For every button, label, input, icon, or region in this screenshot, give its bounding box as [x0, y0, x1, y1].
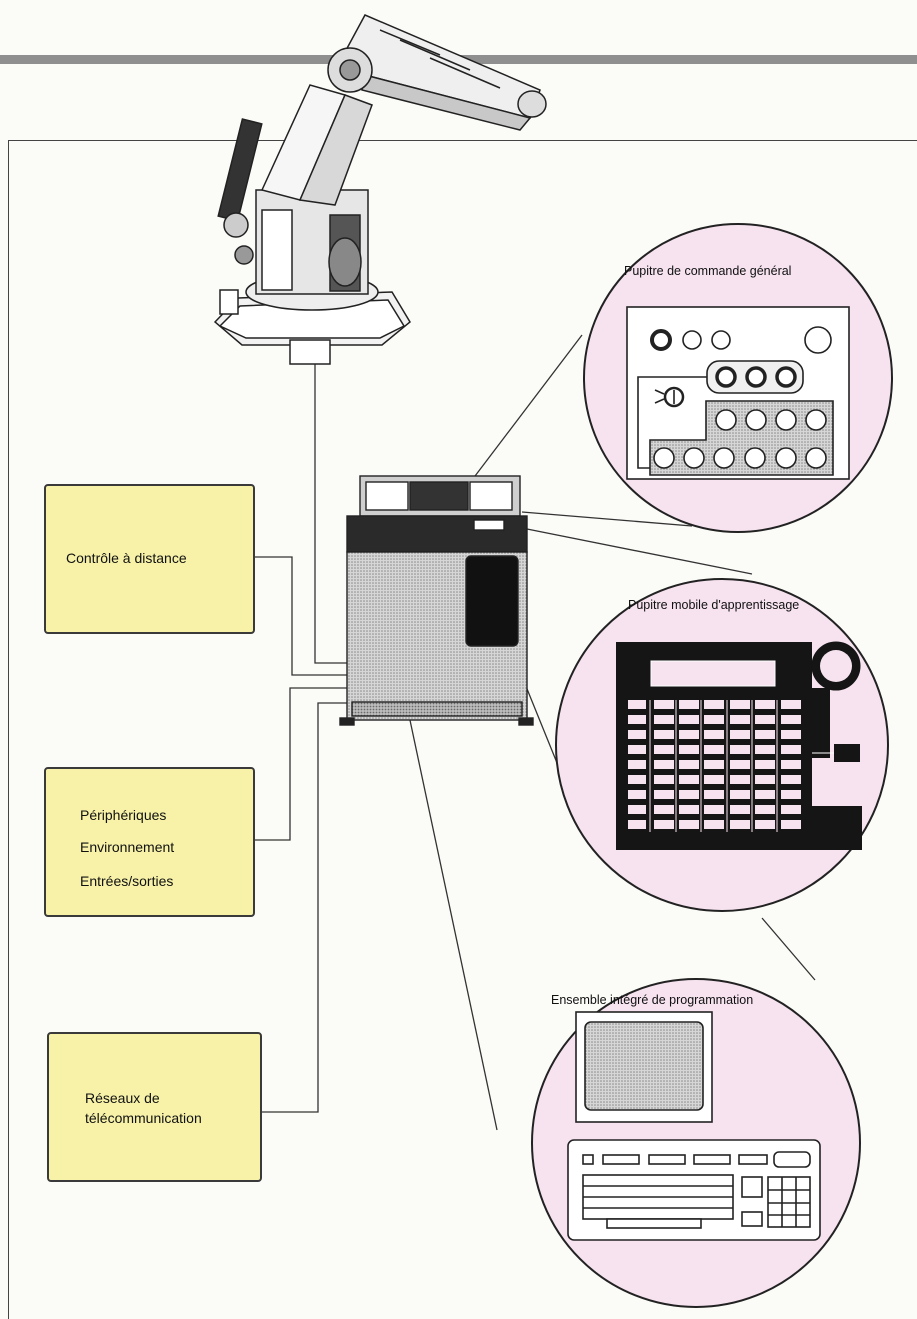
programming-circle — [531, 978, 861, 1308]
remote-control-label: Contrôle à distance — [66, 550, 187, 566]
diagram-frame — [8, 140, 917, 1319]
connector-robot — [314, 350, 347, 664]
connector-panel — [471, 334, 583, 481]
connector-peripherals — [254, 687, 347, 841]
environment-label: Environnement — [80, 839, 175, 855]
peripherals-box: Périphériques Environnement Entrées/sort… — [44, 767, 255, 917]
peripherals-label: Périphériques — [80, 807, 167, 823]
connector-teach-b — [516, 526, 753, 575]
connector-teach-prog — [761, 917, 816, 981]
connector-remote — [254, 556, 347, 676]
programming-label: Ensemble intégré de programmation — [551, 993, 754, 1007]
networks-label-line2: télécommunication — [85, 1110, 202, 1126]
teach-pendant-label: Pupitre mobile d'apprentissage — [628, 598, 800, 612]
controller-cabinet-icon — [339, 475, 534, 726]
networks-box: Réseaux de télécommunication — [47, 1032, 262, 1182]
control-panel-circle — [583, 223, 893, 533]
control-panel-label: Pupitre de commande général — [624, 264, 792, 278]
computer-terminal-icon — [567, 1011, 821, 1241]
networks-label-line1: Réseaux de — [85, 1090, 160, 1106]
control-panel-icon — [626, 306, 850, 480]
robot-arm-icon — [213, 14, 547, 365]
inputs-outputs-label: Entrées/sorties — [80, 873, 174, 889]
connector-teach-a — [521, 511, 693, 527]
teach-pendant-icon — [616, 641, 862, 850]
remote-control-box: Contrôle à distance — [44, 484, 255, 634]
connector-networks — [262, 702, 347, 1113]
teach-pendant-circle — [555, 578, 889, 912]
